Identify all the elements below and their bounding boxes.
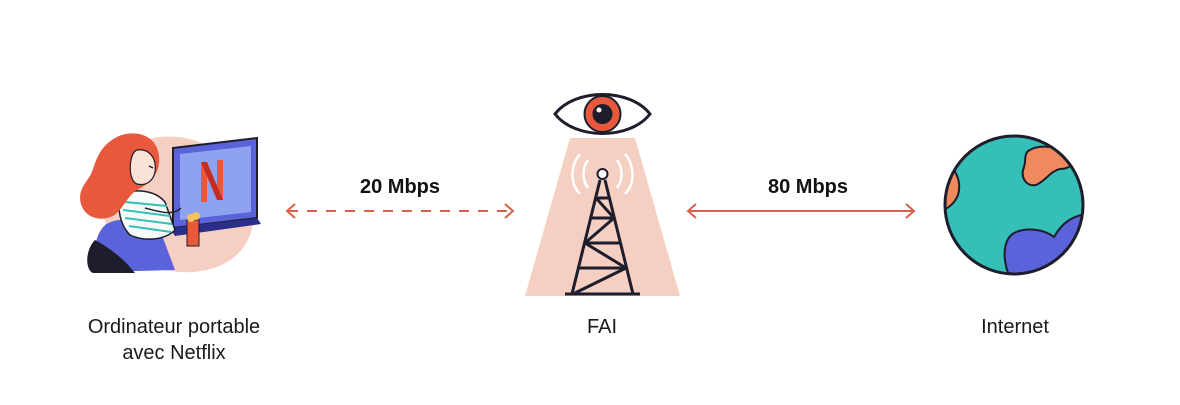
link-isp-internet-speed: 80 Mbps [738,176,878,199]
eye-icon [555,95,650,134]
internet-label: Internet [955,314,1075,340]
isp-label: FAI [552,314,652,340]
globe-icon [942,133,1087,278]
link-laptop-isp-arrow [280,200,520,222]
link-laptop-isp-speed: 20 Mbps [330,176,470,199]
person-watching-netflix-icon [75,130,265,275]
laptop-label-line1: Ordinateur portable [54,314,294,340]
laptop-label: Ordinateur portable avec Netflix [54,314,294,366]
laptop-label-line2: avec Netflix [54,340,294,366]
link-isp-internet-arrow [682,200,920,222]
surveillance-tower-icon [520,88,685,298]
